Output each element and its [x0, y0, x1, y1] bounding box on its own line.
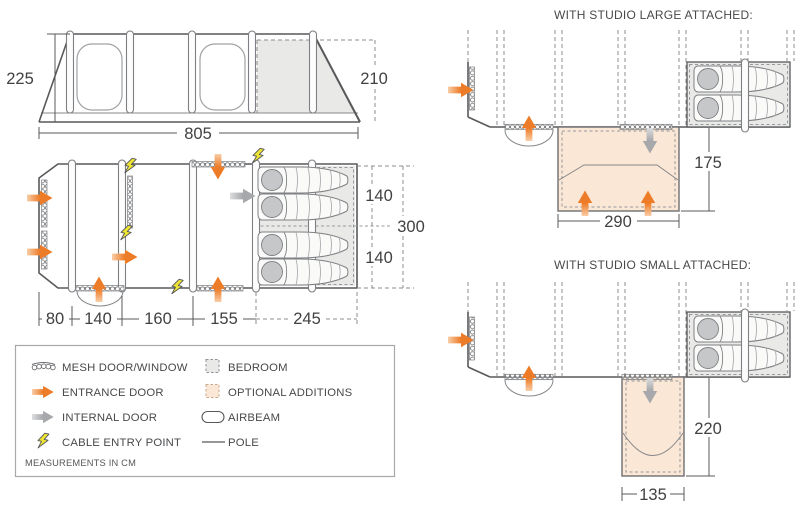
legend-note: MEASUREMENTS IN CM	[25, 458, 136, 468]
floor-plan-view: 140 140 300 80 140 160 155 245	[27, 146, 430, 328]
legend-label-internal: INTERNAL DOOR	[62, 412, 157, 424]
airbeam-dashes	[467, 30, 795, 126]
legend-label-optional: OPTIONAL ADDITIONS	[228, 387, 353, 399]
cable-entry-bolt	[169, 277, 185, 297]
dim-label-studio-large-depth: 175	[694, 154, 722, 172]
dim-sections: 80 140 160 155 245	[38, 292, 358, 328]
bedroom-swatch	[205, 359, 220, 373]
mesh-partition	[127, 175, 133, 229]
studio-large-title: WITH STUDIO LARGE ATTACHED:	[554, 8, 753, 22]
dim-studio-small-width: 135	[621, 485, 685, 504]
dim-label-height-front: 225	[6, 70, 34, 88]
mesh-door-window	[619, 123, 673, 131]
elevation-window	[199, 43, 246, 111]
dim-label-studio-small-depth: 220	[694, 420, 722, 438]
dim-height-rear: 210	[356, 67, 392, 88]
studio-inner-line	[558, 164, 679, 181]
door-swing-arc	[504, 379, 554, 397]
elevation-bedroom-shading	[257, 40, 357, 113]
airbeam	[740, 58, 750, 133]
dim-height-front: 225	[6, 33, 70, 123]
dim-label-bedroom-depth-1: 140	[365, 187, 393, 205]
dim-length: 805	[38, 123, 359, 143]
internal-door-arrow	[230, 188, 256, 204]
dim-label-section-4: 155	[210, 310, 238, 328]
elevation-rear-slope	[312, 32, 361, 123]
studio-small-title: WITH STUDIO SMALL ATTACHED:	[554, 258, 751, 272]
dim-label-section-2: 140	[84, 310, 112, 328]
dim-bedroom-depths: 140 140 300	[361, 186, 430, 267]
legend-label-cable: CABLE ENTRY POINT	[62, 437, 181, 449]
door-swing-arc	[504, 129, 554, 147]
studio-large-view: WITH STUDIO LARGE ATTACHED:	[448, 8, 795, 231]
dim-label-section-1: 80	[46, 310, 64, 328]
cable-entry-bolt	[122, 156, 138, 176]
legend-box: MESH DOOR/WINDOW ENTRANCE DOOR INTERNAL …	[14, 344, 396, 478]
legend-label-bedroom: BEDROOM	[228, 362, 288, 374]
dim-label-studio-large-width: 290	[604, 213, 632, 231]
elevation-view: 225 210 805	[6, 30, 392, 143]
door-swing-arc	[76, 290, 124, 307]
elevation-window	[76, 43, 123, 111]
dim-label-length: 805	[184, 125, 212, 143]
dim-label-studio-small-width: 135	[639, 486, 667, 504]
legend-label-pole: POLE	[228, 437, 259, 449]
dim-studio-small-depth: 220	[686, 378, 725, 477]
studio-small-view: WITH STUDIO SMALL ATTACHED:	[448, 258, 795, 504]
dim-label-total-depth: 300	[397, 218, 425, 236]
dim-studio-large-depth: 175	[681, 128, 725, 212]
legend-label-mesh: MESH DOOR/WINDOW	[62, 362, 188, 374]
optional-additions-swatch	[205, 384, 220, 398]
airbeam-icon	[201, 410, 225, 424]
airbeam-dashes	[467, 282, 795, 376]
legend-label-entrance: ENTRANCE DOOR	[62, 387, 164, 399]
studio-inner-arc	[622, 432, 684, 456]
sleeping-bag	[693, 344, 785, 372]
dim-label-bedroom-depth-2: 140	[365, 249, 393, 267]
dim-studio-large-width: 290	[557, 212, 680, 231]
sleeping-bag	[693, 315, 785, 343]
mesh-door-icon	[31, 362, 56, 371]
floorplan-outline	[38, 163, 358, 289]
airbeam	[740, 308, 750, 383]
elevation-airbeams	[65, 30, 318, 114]
dim-label-section-3: 160	[144, 310, 172, 328]
sleeping-bag	[693, 65, 785, 93]
dim-label-height-rear: 210	[360, 70, 388, 88]
dim-label-section-5: 245	[293, 310, 321, 328]
legend-label-airbeam: AIRBEAM	[228, 412, 280, 424]
studio-large-area	[557, 126, 680, 212]
sleeping-bag	[693, 94, 785, 122]
